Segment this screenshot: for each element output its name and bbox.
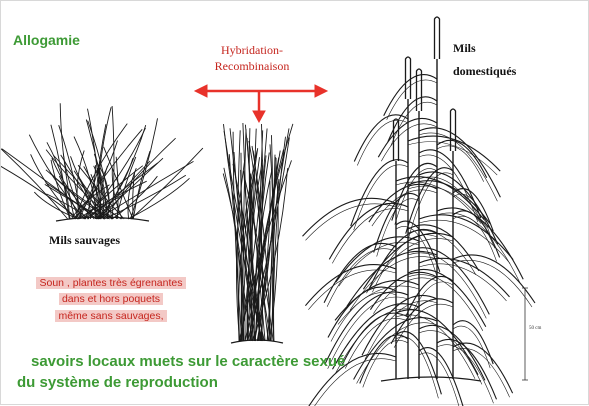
- note-line-3: même sans sauvages,: [31, 308, 191, 324]
- domestic-millet-label-line2: domestiqués: [453, 64, 516, 79]
- page-title: Allogamie: [13, 32, 80, 48]
- hybridation-label: Hybridation-: [197, 43, 307, 58]
- note-line-1: Soun , plantes très égrenantes: [31, 275, 191, 291]
- domestic-millet-label-line1: Mils: [453, 41, 476, 56]
- footer-line-2: du système de reproduction: [17, 374, 218, 391]
- note-line-2: dans et hors poquets: [31, 291, 191, 307]
- footer-line-1: savoirs locaux muets sur le caractère se…: [31, 353, 345, 370]
- wild-millet-drawing: [1, 103, 203, 221]
- recombinaison-label: Recombinaison: [197, 59, 307, 74]
- hybridation-arrows: [195, 85, 327, 122]
- wild-millet-label: Mils sauvages: [49, 233, 120, 248]
- scale-bar: [522, 288, 528, 380]
- scale-label: 50 cm: [529, 326, 541, 331]
- hybrid-millet-drawing: [223, 123, 293, 343]
